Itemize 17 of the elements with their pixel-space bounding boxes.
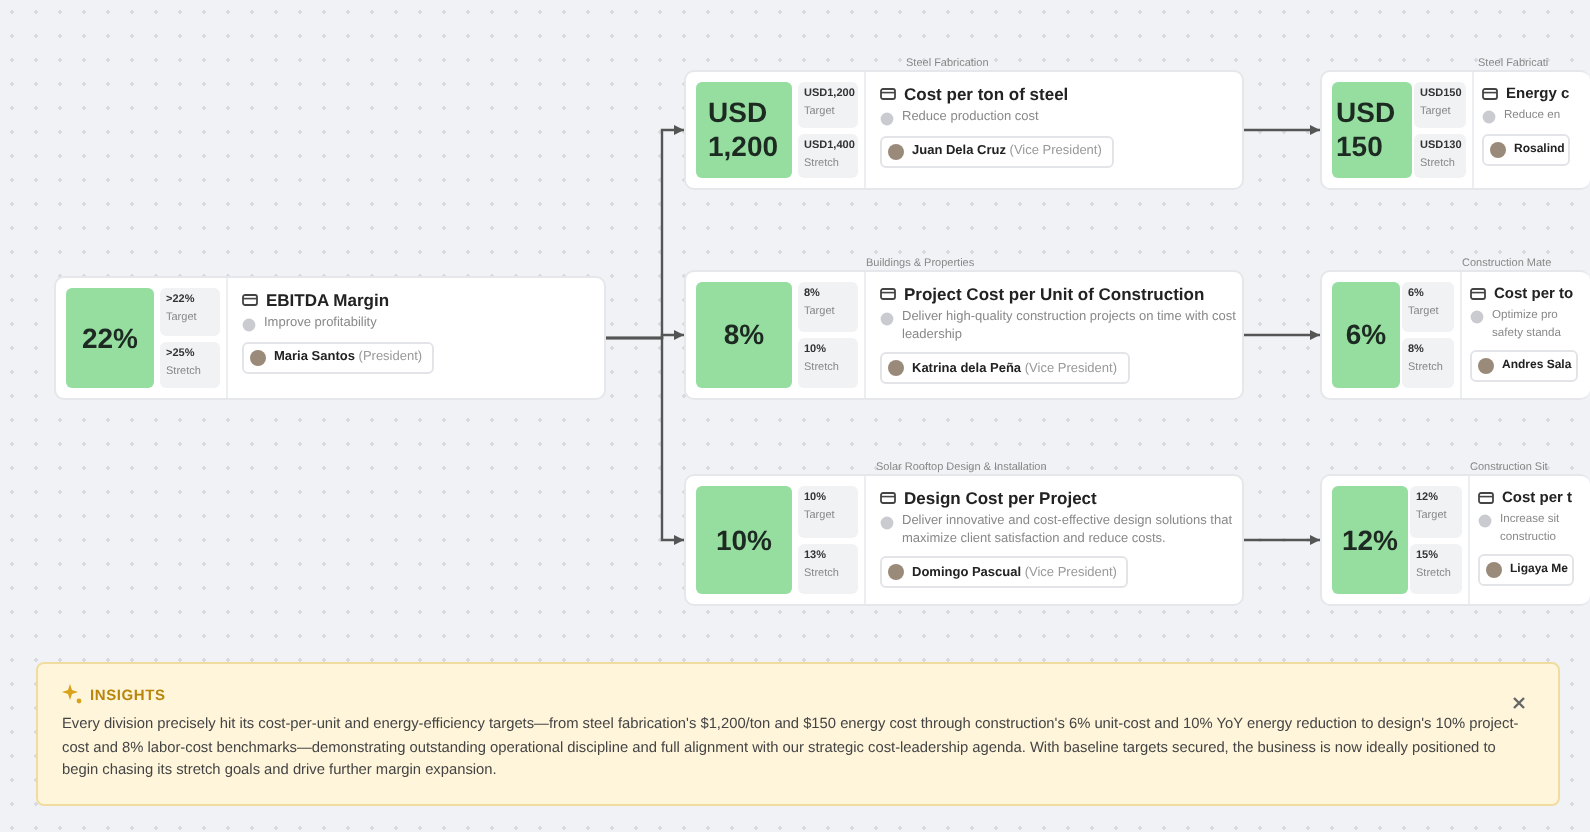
connector-arrow [1244,535,1320,545]
kpi-card [54,276,606,400]
metric-value: 22% [81,321,139,355]
kpi-title: EBITDA Margin [266,290,390,310]
kpi-title: Cost per ton of steel [904,84,1069,104]
metric-value: 12% [1341,523,1399,557]
metric-value: USD 150 [1336,96,1398,164]
metric-value: 8% [723,318,765,352]
metric-value: 10% [715,523,773,557]
kpi-title: Design Cost per Project [904,488,1097,508]
kpi-title: Project Cost per Unit of Construction [904,284,1205,304]
connector-arrow [606,336,684,545]
insights-panel [36,662,1560,806]
connector-arrow [1244,330,1320,340]
connector-arrow [1244,125,1320,135]
metric-value: USD 1,200 [708,96,780,164]
metric-value: 6% [1345,318,1387,352]
